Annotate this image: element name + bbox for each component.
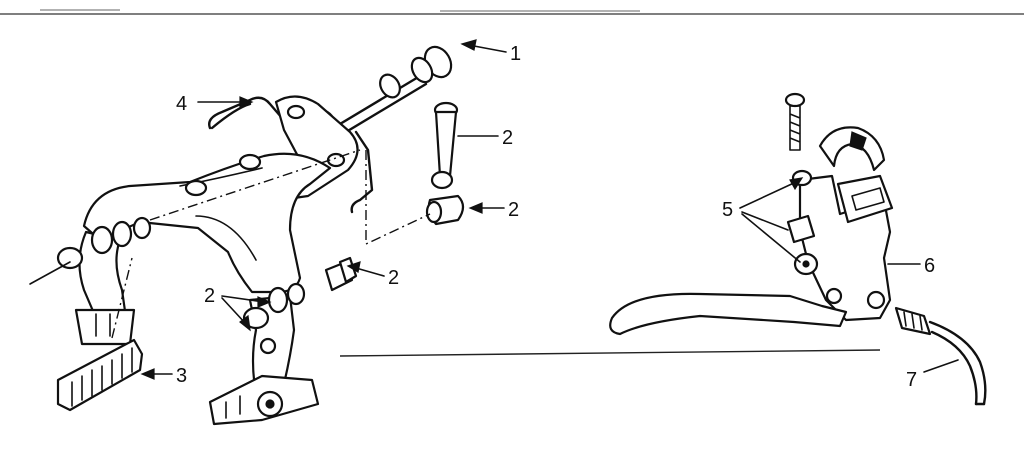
return-spring xyxy=(208,96,374,214)
callout-7: 7 xyxy=(906,369,917,391)
callout-5: 5 xyxy=(722,199,733,221)
header-rule xyxy=(0,9,1024,15)
clamp-screw xyxy=(784,92,806,151)
brake-cable xyxy=(894,306,987,406)
callout-1: 1 xyxy=(510,43,521,65)
brake-lever-assembly xyxy=(609,92,987,406)
callout-labels: 1 4 2 2 2 2 3 5 6 7 xyxy=(176,43,935,391)
divider-line xyxy=(339,349,881,357)
left-brake-shoe xyxy=(56,308,144,412)
callout-2-nut: 2 xyxy=(388,267,399,289)
callout-6: 6 xyxy=(924,255,935,277)
callout-2-bolt: 2 xyxy=(502,127,513,149)
pivot-bolt xyxy=(298,45,453,158)
handlebar-clamp xyxy=(818,126,886,172)
callout-4: 4 xyxy=(176,93,187,115)
callout-leaders xyxy=(140,39,959,380)
cable-anchor-bolt xyxy=(425,101,465,226)
caliper-brake-assembly xyxy=(29,45,465,426)
front-caliper-yoke xyxy=(82,152,332,294)
right-brake-shoe xyxy=(208,374,320,426)
callout-2-washers: 2 xyxy=(204,285,215,307)
callout-2-anchor: 2 xyxy=(508,199,519,221)
adjuster-nut xyxy=(324,256,358,292)
callout-3: 3 xyxy=(176,365,187,387)
lever-blade xyxy=(609,292,848,336)
